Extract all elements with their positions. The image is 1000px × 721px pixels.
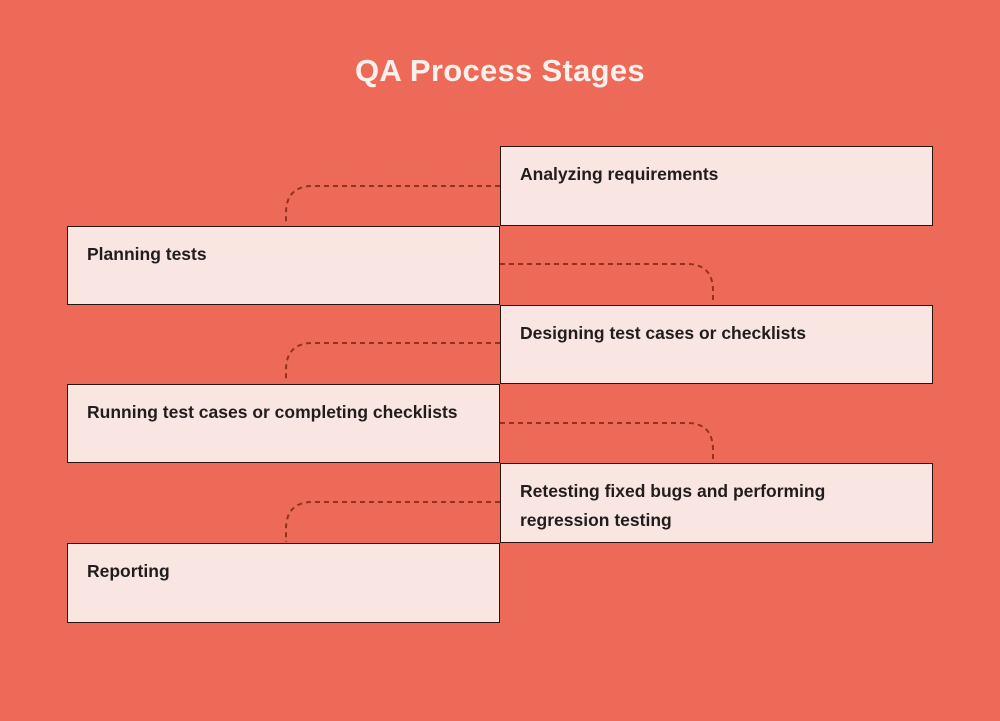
stage-box-retesting-fixed-bugs: Retesting fixed bugs and performing regr… xyxy=(500,463,933,543)
stage-box-designing-test-cases: Designing test cases or checklists xyxy=(500,305,933,384)
connector-analyzing-to-planning xyxy=(285,185,500,225)
stage-label: Analyzing requirements xyxy=(520,164,719,184)
connector-retesting-to-reporting xyxy=(285,501,500,542)
connector-running-to-retesting xyxy=(500,422,714,462)
stage-label: Retesting fixed bugs and performing regr… xyxy=(520,481,826,530)
stage-label: Reporting xyxy=(87,561,170,581)
stage-label: Planning tests xyxy=(87,244,207,264)
stage-box-planning-tests: Planning tests xyxy=(67,226,500,305)
stage-label: Running test cases or completing checkli… xyxy=(87,402,458,422)
stage-label: Designing test cases or checklists xyxy=(520,323,806,343)
stage-box-analyzing-requirements: Analyzing requirements xyxy=(500,146,933,226)
diagram-title: QA Process Stages xyxy=(355,53,645,88)
stage-box-reporting: Reporting xyxy=(67,543,500,623)
stage-box-running-test-cases: Running test cases or completing checkli… xyxy=(67,384,500,463)
connector-designing-to-running xyxy=(285,342,500,382)
connector-planning-to-designing xyxy=(500,263,714,304)
